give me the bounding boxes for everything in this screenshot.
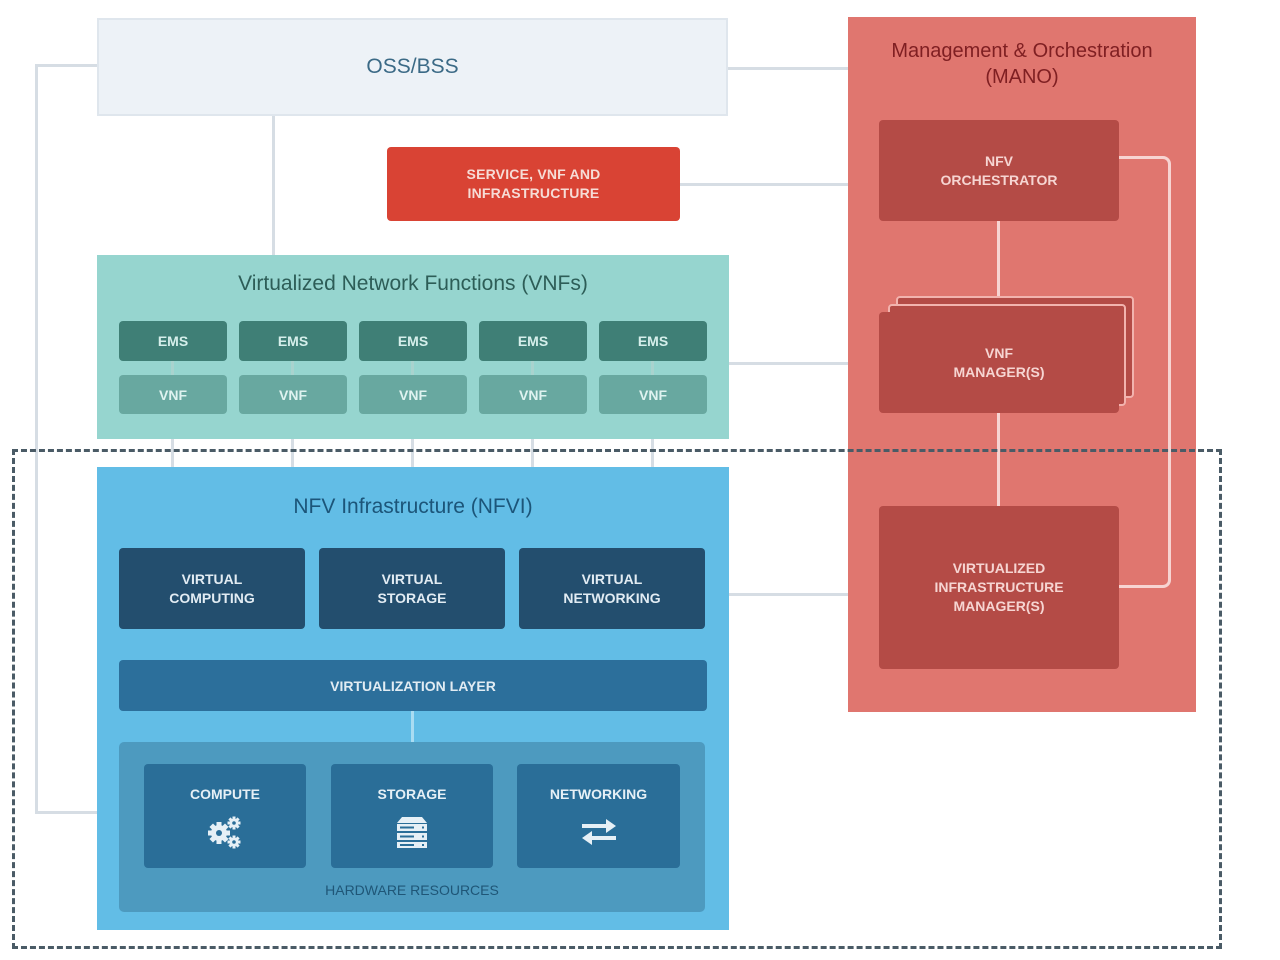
vnf-label: VNF <box>279 386 307 403</box>
connector-nfvo-vnfm <box>997 220 1000 314</box>
server-icon <box>392 812 432 852</box>
vim-line2: INFRASTRUCTURE <box>934 579 1064 595</box>
virtual-computing-line1: VIRTUAL <box>181 570 243 587</box>
compute-box[interactable]: COMPUTE <box>144 764 306 868</box>
virtual-computing-line2: COMPUTING <box>169 589 255 606</box>
mano-title-line2: (MANO) <box>985 66 1059 88</box>
virtualization-layer-box[interactable]: VIRTUALIZATION LAYER <box>119 660 707 711</box>
connector-nfvi-vim <box>729 593 880 596</box>
ems-box[interactable]: EMS <box>119 321 227 361</box>
vnf-label: VNF <box>159 386 187 403</box>
vnf-label: VNF <box>519 386 547 403</box>
nfvi-title: NFV Infrastructure (NFVI) <box>293 495 533 518</box>
gears-icon <box>205 812 245 852</box>
ems-label: EMS <box>397 333 429 349</box>
vnf-label: VNF <box>399 386 427 403</box>
vim-line3: MANAGER(S) <box>953 598 1045 614</box>
service-vnf-infrastructure-box[interactable]: SERVICE, VNF AND INFRASTRUCTURE <box>387 147 680 221</box>
nfvo-line1: NFV <box>985 152 1013 169</box>
nfvo-line2: ORCHESTRATOR <box>940 171 1058 188</box>
connector-vnf2-nfvi <box>291 412 294 469</box>
connector-vnfm-vim <box>997 412 1000 508</box>
ems-label: EMS <box>157 333 189 349</box>
vnfm-line1: VNF <box>985 344 1013 361</box>
ems-label: EMS <box>637 333 669 349</box>
oss-bss-label: OSS/BSS <box>366 55 459 78</box>
connector-vnf3-nfvi <box>411 412 414 469</box>
connector-service-nfvo <box>680 183 880 186</box>
ems-box[interactable]: EMS <box>359 321 467 361</box>
vnf-box[interactable]: VNF <box>239 375 347 414</box>
ems-box[interactable]: EMS <box>599 321 707 361</box>
vnfm-line2: MANAGER(S) <box>953 363 1045 380</box>
ems-label: EMS <box>517 333 549 349</box>
storage-box[interactable]: STORAGE <box>331 764 493 868</box>
vnf-manager-box[interactable]: VNF MANAGER(S) <box>879 312 1119 413</box>
virtual-storage-line2: STORAGE <box>377 589 447 606</box>
vim-line1: VIRTUALIZED <box>952 560 1046 576</box>
compute-label: COMPUTE <box>190 786 260 802</box>
connector-vnf4-nfvi <box>531 412 534 469</box>
connector-vnf1-nfvi <box>171 412 174 469</box>
vnf-label: VNF <box>639 386 667 403</box>
storage-label: STORAGE <box>377 786 447 802</box>
virtualized-infrastructure-manager-box[interactable]: VIRTUALIZED INFRASTRUCTURE MANAGER(S) <box>879 506 1119 669</box>
vnf-box[interactable]: VNF <box>119 375 227 414</box>
virtualization-layer-label: VIRTUALIZATION LAYER <box>330 677 496 694</box>
mano-title: Management & Orchestration (MANO) <box>848 38 1196 90</box>
networking-label: NETWORKING <box>549 786 648 802</box>
virtual-computing-box[interactable]: VIRTUAL COMPUTING <box>119 548 305 629</box>
ems-label: EMS <box>277 333 309 349</box>
virtual-storage-box[interactable]: VIRTUAL STORAGE <box>319 548 505 629</box>
service-label-line1: SERVICE, VNF AND <box>466 166 601 182</box>
connector-ems-vnf <box>531 361 534 375</box>
virtual-networking-line2: NETWORKING <box>563 589 661 606</box>
virtual-networking-line1: VIRTUAL <box>581 570 643 587</box>
mano-title-line1: Management & Orchestration <box>891 40 1153 62</box>
virtual-storage-line1: VIRTUAL <box>381 570 443 587</box>
connector-oss-vnfs <box>272 115 275 257</box>
connector-vnfs-vnfm <box>729 362 880 365</box>
connector-ems-vnf <box>411 361 414 375</box>
connector-nfvo-vim-loop <box>1117 156 1171 588</box>
swap-arrows-icon <box>579 812 619 852</box>
service-label-line2: INFRASTRUCTURE <box>467 185 600 201</box>
hardware-resources-label: HARDWARE RESOURCES <box>325 882 499 898</box>
vnf-box[interactable]: VNF <box>359 375 467 414</box>
vnfs-title: Virtualized Network Functions (VNFs) <box>238 272 588 295</box>
connector-ems-vnf <box>291 361 294 375</box>
connector-ems-vnf <box>171 361 174 375</box>
oss-bss-box[interactable]: OSS/BSS <box>97 18 728 116</box>
connector-left-vertical <box>35 64 38 814</box>
connector-ems-vnf <box>651 361 654 375</box>
connector-left-to-hardware <box>35 811 120 814</box>
connector-oss-left <box>35 64 99 67</box>
ems-box[interactable]: EMS <box>479 321 587 361</box>
virtual-networking-box[interactable]: VIRTUAL NETWORKING <box>519 548 705 629</box>
connector-vnf5-nfvi <box>651 412 654 469</box>
networking-box[interactable]: NETWORKING <box>517 764 680 868</box>
ems-box[interactable]: EMS <box>239 321 347 361</box>
nfvi-dashed-boundary <box>12 449 1222 949</box>
nfv-orchestrator-box[interactable]: NFV ORCHESTRATOR <box>879 120 1119 221</box>
vnf-box[interactable]: VNF <box>479 375 587 414</box>
connector-oss-mano <box>728 67 850 70</box>
connector-vlayer-hardware <box>411 711 414 743</box>
vnf-box[interactable]: VNF <box>599 375 707 414</box>
